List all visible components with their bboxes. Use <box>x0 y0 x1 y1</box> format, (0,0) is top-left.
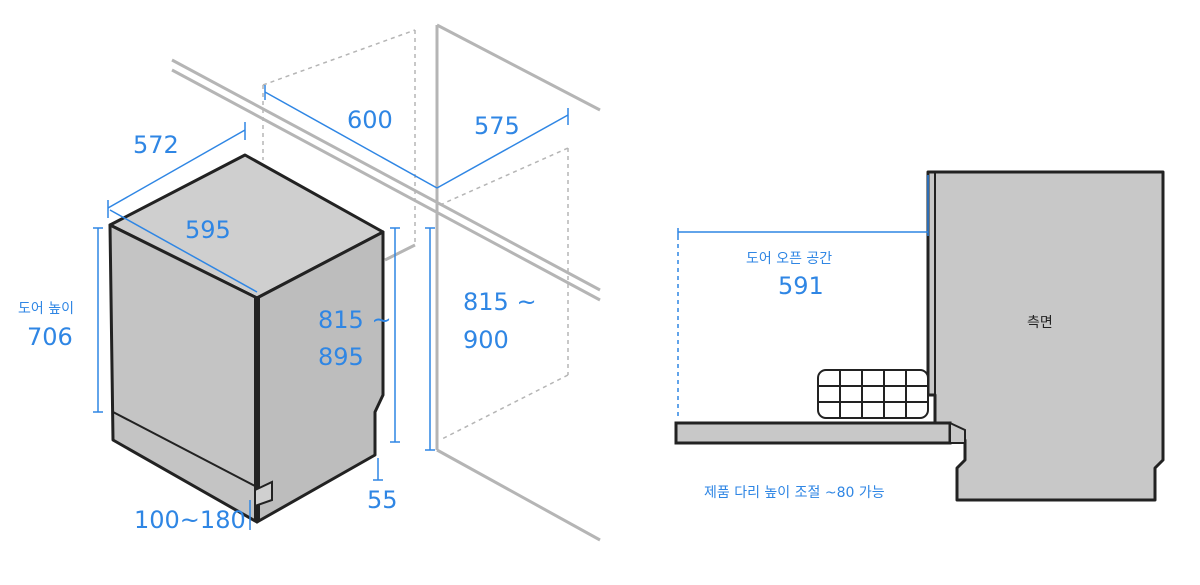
side-panel <box>926 170 1165 502</box>
dim-width-front-label: 595 <box>185 216 231 244</box>
product-height-line1: 815 ~ <box>318 306 392 334</box>
dim-cabinet-depth-label: 575 <box>474 112 520 140</box>
door-height-value: 706 <box>27 323 73 351</box>
dish-rack <box>817 369 929 419</box>
door-open-value: 591 <box>778 272 824 300</box>
kick-range-label: 100~180 <box>134 506 246 534</box>
door-open-caption: 도어 오픈 공간 <box>746 251 833 267</box>
cabinet-height-line1: 815 ~ <box>463 288 537 316</box>
dim-width-top-label: 572 <box>133 131 179 159</box>
dim-cabinet-width-label: 600 <box>347 106 393 134</box>
product-height-line2: 895 <box>318 343 364 371</box>
dimension-lines <box>93 85 569 530</box>
cabinet-height-line2: 900 <box>463 326 509 354</box>
bottom-offset-label: 55 <box>367 486 398 514</box>
side-view <box>674 170 1165 502</box>
leg-height-note: 제품 다리 높이 조절 ~80 가능 <box>704 485 885 501</box>
cabinet-outline <box>171 23 601 542</box>
cabinet-dashed-outline <box>262 29 569 441</box>
side-label: 측면 <box>1027 315 1053 331</box>
door-height-caption: 도어 높이 <box>18 301 74 317</box>
open-door <box>674 421 952 445</box>
